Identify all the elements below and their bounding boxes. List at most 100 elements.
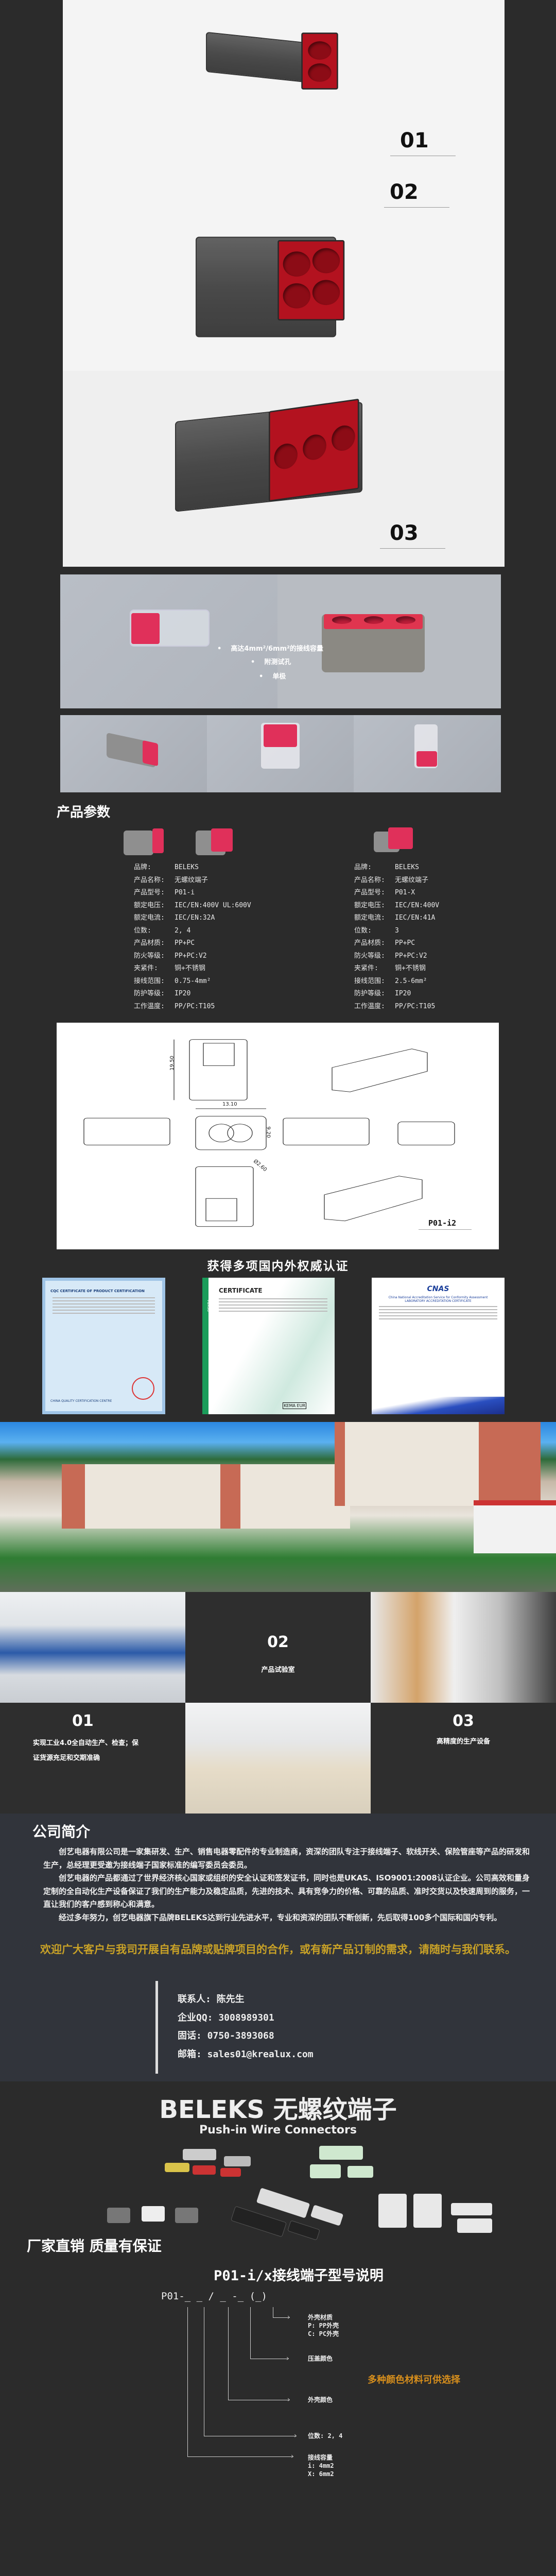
contact-divider — [155, 1981, 158, 2074]
label-03: 03 — [390, 521, 419, 545]
connector-2pole-thumb — [124, 831, 153, 855]
spec-row: 产品名称:无螺纹端子 — [354, 874, 439, 887]
label-02: 02 — [390, 180, 419, 204]
label-underline — [384, 207, 449, 208]
spec-key: 额定电流: — [134, 914, 165, 922]
spec-key: 产品材质: — [354, 939, 385, 947]
brand-subtitle: Push-in Wire Connectors — [199, 2124, 357, 2137]
spec-row: 接线范围:2.5-6mm² — [354, 975, 439, 988]
spec-row: 品牌: BELEKS — [134, 861, 251, 874]
cert-logo: DEKRA — [206, 1299, 211, 1312]
spec-row: 防护等级:IP20 — [354, 988, 439, 1001]
spec-list-p01-i: 品牌: BELEKS 产品名称: 无螺纹端子产品型号: P01-i 额定电压: IEC/EN… — [134, 861, 251, 1013]
contact-phone[interactable]: 固话: 0750-3893068 — [178, 2030, 274, 2041]
spec-key: 防护等级: — [354, 990, 385, 997]
feature-item: • 附测试孔 — [251, 658, 291, 666]
contact-email[interactable]: 邮箱: sales01@krealux.com — [178, 2048, 314, 2060]
spec-key: 产品材质: — [134, 939, 165, 947]
spec-row: 产品名称: 无螺纹端子 — [134, 874, 251, 887]
intro-paragraph: 创艺电器有限公司是一家集研发、生产、销售电器零配件的专业制造商，资深的团队专注于… — [43, 1847, 530, 1870]
label-underline — [380, 548, 445, 549]
spec-row: 位数:2, 4 — [134, 925, 251, 938]
spec-row: 工作温度: PP/PC:T105 — [354, 1001, 439, 1013]
company-intro: 公司简介 创艺电器有限公司是一家集研发、生产、销售电器零配件的专业制造商，资深的… — [0, 1814, 556, 2081]
color-options-note: 多种颜色材料可供选择 — [368, 2375, 460, 2385]
spec-row: 额定电流: IEC/EN:32A — [134, 912, 251, 925]
factory-aerial-photo — [0, 1422, 556, 1592]
cell-number: 01 — [72, 1712, 94, 1730]
cap-color-label: 压盖颜色 — [308, 2355, 333, 2362]
spec-row: 接线范围: 0.75-4mm² — [134, 975, 251, 988]
spec-value: 0.75-4mm² — [175, 977, 211, 985]
spec-key: 接线范围: — [134, 977, 165, 985]
cert-dekra: DEKRA CERTIFICATE KEMA EUR — [202, 1278, 335, 1414]
cell-text: 产品试验室 — [261, 1666, 295, 1674]
product-photo — [60, 715, 207, 792]
spec-key: 额定电压: — [134, 901, 165, 909]
dim-width: 13.10 — [222, 1101, 237, 1107]
spec-value: BELEKS — [395, 863, 419, 871]
spec-value: BELEKS — [175, 863, 199, 871]
spec-value: PP/PC:T105 — [395, 1002, 436, 1010]
spec-value: PP+PC — [395, 939, 415, 947]
slogan: 厂家直销 质量有保证 — [27, 2238, 162, 2255]
spec-value: PP+PC:V2 — [395, 952, 427, 960]
spec-key: 产品名称: — [134, 876, 165, 884]
product-photo — [207, 715, 354, 792]
spec-value: P01-i — [175, 889, 195, 896]
spec-value: IEC/EN:400V — [395, 901, 440, 909]
test-lab-photo — [185, 1703, 371, 1814]
intro-paragraph: 经过多年努力，创艺电器旗下品牌BELEKS达到行业先进水平，专业和资深的团队不断… — [59, 1912, 502, 1922]
spec-value: IEC/EN:400V UL:600V — [175, 901, 251, 909]
model-code-pattern: P01-_ _ / _ -_ (_) — [161, 2291, 267, 2302]
params-title: 产品参数 — [57, 805, 111, 820]
cert-footer: KEMA EUR — [283, 1402, 306, 1409]
spec-key: 品牌: — [354, 863, 372, 871]
contact-person: 联系人: 陈先生 — [178, 1994, 245, 2005]
feature-cell-03: 03 高精度的生产设备 — [371, 1703, 556, 1814]
spec-row: 工作温度:PP/PC:T105 — [134, 1001, 251, 1013]
connector-2pole-image — [206, 31, 343, 95]
spec-row: 位数:3 — [354, 925, 439, 938]
cell-text: 实现工业4.0全自动生产、检查；保证货源充足和交期准确 — [33, 1739, 139, 1762]
cert-footer: China National Accreditation Service for… — [388, 1296, 488, 1299]
cell-number: 02 — [267, 1633, 289, 1651]
cert-heading: LABORATORY ACCREDITATION CERTIFICATE — [405, 1299, 472, 1303]
spec-key: 防火等级: — [354, 952, 385, 960]
feature-list: • 高达4mm²/6mm²的接线容量 • 附测试孔 • 单极 — [217, 641, 323, 685]
feature-cell-02: 02 产品试验室 — [185, 1592, 371, 1703]
intro-title: 公司简介 — [32, 1823, 91, 1840]
cell-text: 高精度的生产设备 — [436, 1738, 490, 1745]
spec-row: 产品型号: P01-X — [354, 887, 439, 900]
spec-value: 2.5-6mm² — [395, 977, 427, 985]
spec-value: P01-X — [395, 889, 415, 896]
spec-key: 产品型号: — [134, 889, 165, 896]
contact-qq[interactable]: 企业QQ: 3008989301 — [178, 2012, 274, 2023]
cert-footer: CHINA QUALITY CERTIFICATION CENTRE — [50, 1399, 112, 1403]
spec-row: 防火等级: PP+PC:V2 — [354, 950, 439, 963]
spec-key: 产品型号: — [354, 889, 385, 896]
spec-value: IP20 — [175, 990, 191, 997]
spec-row: 额定电流: IEC/EN:41A — [354, 912, 439, 925]
poles-label: 位数: 2, 4 — [308, 2432, 343, 2439]
spec-value: IEC/EN:32A — [175, 914, 215, 922]
spec-value: 无螺纹端子 — [395, 876, 429, 884]
cert-cnas: CNAS China National Accreditation Servic… — [372, 1278, 505, 1414]
spec-key: 额定电流: — [354, 914, 385, 922]
feature-cell-01: 01 实现工业4.0全自动生产、检查；保证货源充足和交期准确 — [0, 1703, 185, 1814]
spec-value: IEC/EN:41A — [395, 914, 436, 922]
spec-key: 品牌: — [134, 863, 151, 871]
spec-row: 额定电压: IEC/EN:400V UL:600V — [134, 900, 251, 912]
dim-height: 19.50 — [169, 1056, 175, 1071]
cert-heading: CERTIFICATE — [219, 1287, 263, 1294]
spec-row: 品牌: BELEKS — [354, 861, 439, 874]
spec-value: 无螺纹端子 — [175, 876, 208, 884]
capacity-label: 接线容量 i: 4mm2 X: 6mm2 — [308, 2454, 334, 2478]
spec-value: PP+PC — [175, 939, 195, 947]
spec-key: 工作温度: — [354, 1002, 385, 1010]
spec-value: 铜+不锈钢 — [175, 964, 205, 972]
spec-row: 产品型号: P01-i — [134, 887, 251, 900]
feature-photo: • 高达4mm²/6mm²的接线容量 • 附测试孔 • 单极 — [60, 574, 501, 708]
drawing-svg — [83, 1039, 472, 1230]
